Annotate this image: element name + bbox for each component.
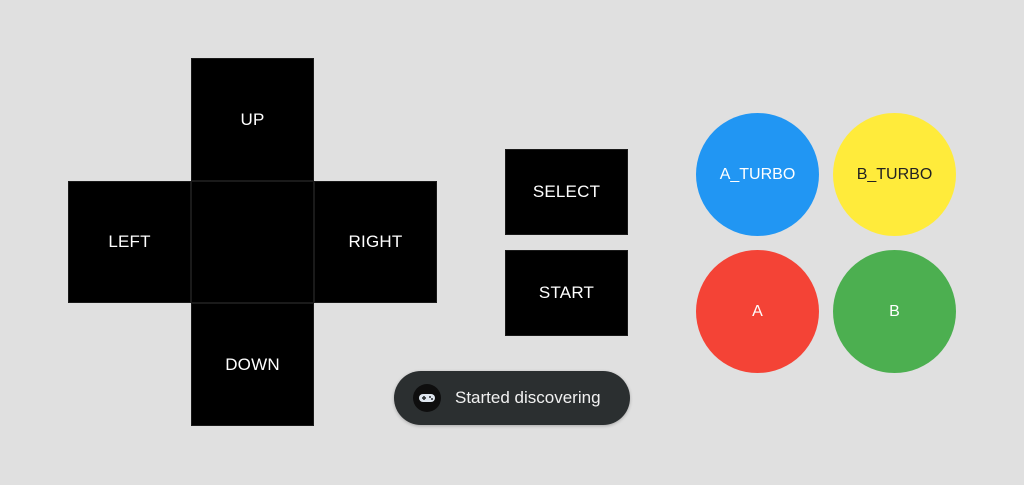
dpad-right-button[interactable]: RIGHT bbox=[314, 181, 437, 303]
b-turbo-label: B_TURBO bbox=[856, 165, 933, 183]
dpad-down-label: DOWN bbox=[225, 354, 280, 374]
b-label: B bbox=[889, 302, 900, 320]
start-button[interactable]: START bbox=[505, 250, 628, 336]
select-button[interactable]: SELECT bbox=[505, 149, 628, 235]
select-label: SELECT bbox=[532, 182, 601, 201]
dpad-up-label: UP bbox=[240, 109, 265, 129]
b-button[interactable]: B bbox=[833, 250, 956, 373]
toast-notification: Started discovering bbox=[394, 371, 630, 425]
toast-message: Started discovering bbox=[455, 388, 601, 407]
a-turbo-label: A_TURBO bbox=[719, 165, 796, 183]
dpad-up-button[interactable]: UP bbox=[191, 58, 314, 181]
dpad-center bbox=[191, 181, 314, 303]
a-turbo-button[interactable]: A_TURBO bbox=[696, 113, 819, 236]
dpad-down-button[interactable]: DOWN bbox=[191, 303, 314, 426]
b-turbo-button[interactable]: B_TURBO bbox=[833, 113, 956, 236]
start-label: START bbox=[538, 283, 595, 302]
a-label: A bbox=[752, 302, 763, 320]
dpad-right-label: RIGHT bbox=[348, 232, 403, 251]
dpad-left-label: LEFT bbox=[108, 232, 151, 251]
dpad-left-button[interactable]: LEFT bbox=[68, 181, 191, 303]
a-button[interactable]: A bbox=[696, 250, 819, 373]
gamepad-icon bbox=[413, 384, 441, 412]
